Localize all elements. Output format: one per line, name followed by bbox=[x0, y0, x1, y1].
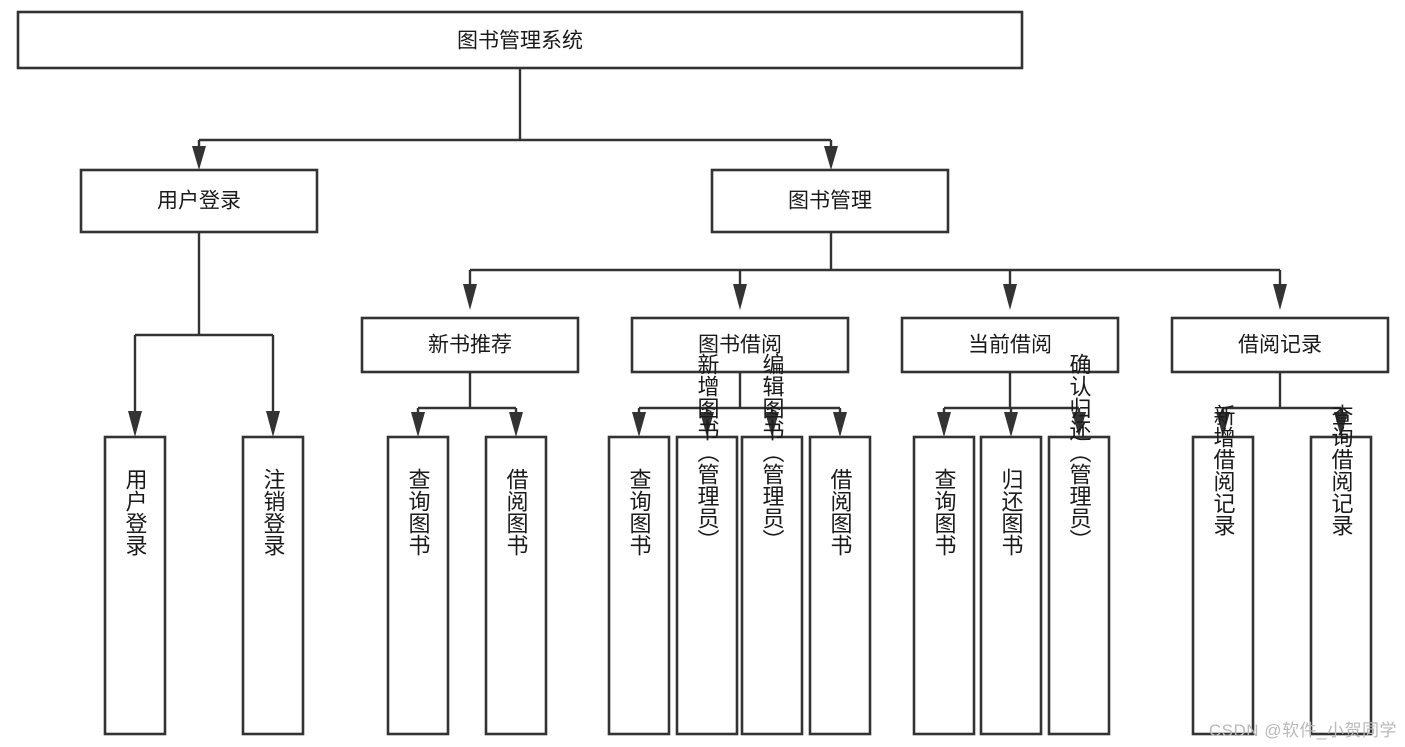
node-book-manage-box bbox=[710, 168, 950, 234]
arrow-to-current-borrow bbox=[1003, 284, 1017, 310]
arrow-to-new-book-rec bbox=[463, 284, 477, 310]
leaf-box-confirm-return[interactable] bbox=[1047, 435, 1111, 736]
arrow-to-leaf-edit-book bbox=[765, 412, 779, 437]
arrow-to-leaf-query-book-a bbox=[411, 412, 425, 437]
arrow-to-leaf-query-record bbox=[1334, 412, 1348, 437]
leaf-label-query-book-a: 查询图书 bbox=[406, 468, 431, 556]
arrow-to-leaf-user-login bbox=[128, 411, 142, 437]
node-current-borrow-label: 当前借阅 bbox=[968, 334, 1052, 357]
node-book-manage-label: 图书管理 bbox=[788, 190, 872, 213]
leaf-box-query-book-c[interactable] bbox=[912, 435, 976, 736]
arrow-to-leaf-borrow-book-a bbox=[509, 412, 523, 437]
edges-newbookrec-to-leaves bbox=[411, 372, 523, 437]
leaf-box-borrow-book-b[interactable] bbox=[808, 435, 872, 736]
edges-bookborrow-to-leaves bbox=[632, 372, 847, 437]
edges-bookmanage-to-level2 bbox=[463, 232, 1287, 310]
arrow-root-to-book-manage bbox=[824, 146, 838, 170]
leaf-label-return-book: 归还图书 bbox=[999, 468, 1024, 556]
node-current-borrow-box bbox=[900, 316, 1120, 374]
csdn-watermark: CSDN @软件_小贺同学 bbox=[1208, 721, 1397, 740]
node-user-login-label: 用户登录 bbox=[157, 190, 241, 213]
edges-borrowrecord-to-leaves bbox=[1216, 372, 1348, 437]
node-user-login[interactable]: 用户登录 bbox=[79, 168, 319, 234]
arrow-to-leaf-return-book bbox=[1004, 412, 1018, 437]
leaf-box-query-record[interactable] bbox=[1309, 435, 1373, 736]
leaf-box-add-record[interactable] bbox=[1191, 435, 1255, 736]
arrow-root-to-user-login bbox=[192, 146, 206, 170]
edges-currentborrow-to-leaves bbox=[937, 372, 1086, 437]
arrow-to-leaf-add-record bbox=[1216, 412, 1230, 437]
arrow-to-leaf-borrow-book-b bbox=[833, 412, 847, 437]
leaf-label-query-book-b: 查询图书 bbox=[627, 468, 652, 556]
leaf-boxes bbox=[103, 435, 1373, 736]
arrow-to-leaf-user-logout bbox=[266, 411, 280, 437]
node-current-borrow[interactable]: 当前借阅 bbox=[900, 316, 1120, 374]
node-new-book-rec[interactable]: 新书推荐 bbox=[360, 316, 580, 374]
leaf-box-user-login[interactable] bbox=[103, 435, 167, 736]
arrow-to-leaf-query-book-b bbox=[632, 412, 646, 437]
node-root-label: 图书管理系统 bbox=[457, 30, 583, 53]
leaf-box-add-book[interactable] bbox=[675, 435, 739, 736]
node-root-box bbox=[16, 10, 1024, 70]
arrow-to-leaf-query-book-c bbox=[937, 412, 951, 437]
node-borrow-record[interactable]: 借阅记录 bbox=[1170, 316, 1390, 374]
edges-userlogin-to-leaves bbox=[128, 232, 280, 437]
arrow-to-borrow-record bbox=[1273, 284, 1287, 310]
leaf-label-add-record: 新增借阅记录 bbox=[1211, 404, 1236, 536]
leaf-box-user-logout[interactable] bbox=[241, 435, 305, 736]
arrow-to-leaf-add-book bbox=[700, 412, 714, 437]
node-new-book-rec-label: 新书推荐 bbox=[428, 334, 512, 357]
leaf-labels: 用户登录 注销登录 查询图书 借阅图书 查询图书 新增图书（管理员） 编辑图书（… bbox=[123, 353, 1354, 556]
leaf-label-edit-book: 编辑图书（管理员） bbox=[760, 353, 785, 551]
leaf-label-borrow-book-a: 借阅图书 bbox=[504, 468, 529, 556]
leaf-label-user-login: 用户登录 bbox=[123, 468, 148, 556]
leaf-label-user-logout: 注销登录 bbox=[261, 468, 286, 556]
node-borrow-record-box bbox=[1170, 316, 1390, 374]
leaf-label-query-book-c: 查询图书 bbox=[932, 468, 957, 556]
leaf-box-return-book[interactable] bbox=[979, 435, 1043, 736]
node-book-manage[interactable]: 图书管理 bbox=[710, 168, 950, 234]
node-book-borrow[interactable]: 图书借阅 bbox=[630, 316, 850, 374]
leaf-box-query-book-a[interactable] bbox=[386, 435, 450, 736]
node-root[interactable]: 图书管理系统 bbox=[16, 10, 1024, 70]
leaf-label-query-record: 查询借阅记录 bbox=[1329, 404, 1354, 536]
leaf-box-query-book-b[interactable] bbox=[607, 435, 671, 736]
node-borrow-record-label: 借阅记录 bbox=[1238, 334, 1322, 357]
node-book-borrow-label: 图书借阅 bbox=[698, 334, 782, 357]
edges-root-to-level1 bbox=[192, 68, 838, 170]
leaf-label-borrow-book-b: 借阅图书 bbox=[828, 468, 853, 556]
leaf-label-add-book: 新增图书（管理员） bbox=[695, 353, 720, 551]
leaf-box-edit-book[interactable] bbox=[740, 435, 804, 736]
leaf-box-borrow-book-a[interactable] bbox=[484, 435, 548, 736]
arrow-to-leaf-confirm-return bbox=[1072, 412, 1086, 437]
node-new-book-rec-box bbox=[360, 316, 580, 374]
arrow-to-book-borrow bbox=[733, 284, 747, 310]
node-user-login-box bbox=[79, 168, 319, 234]
leaf-label-confirm-return: 确认归还（管理员） bbox=[1067, 353, 1092, 551]
node-book-borrow-box bbox=[630, 316, 850, 374]
